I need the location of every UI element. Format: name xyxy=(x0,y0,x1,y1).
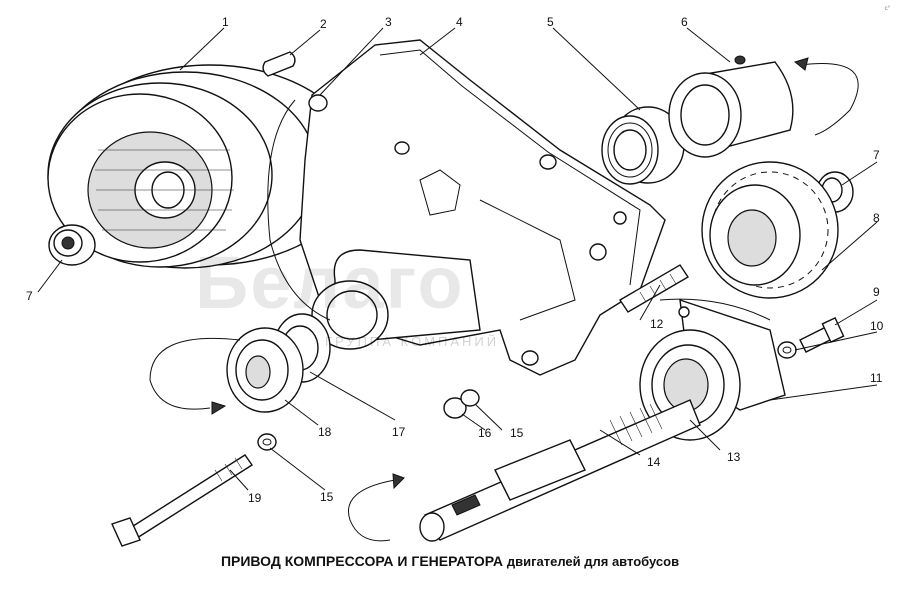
callout-15-left: 15 xyxy=(320,490,334,504)
gear-part xyxy=(701,161,839,299)
nut-left-part xyxy=(48,224,96,266)
callout-18: 18 xyxy=(318,425,332,439)
callout-6: 6 xyxy=(681,15,688,29)
callout-17: 17 xyxy=(392,425,406,439)
housing-part xyxy=(299,39,666,376)
figure-title: ПРИВОД КОМПРЕССОРА И ГЕНЕРАТОРА xyxy=(220,553,503,569)
callout-10: 10 xyxy=(870,319,884,333)
nut-16-part xyxy=(443,389,480,419)
callout-3: 3 xyxy=(385,15,392,29)
callout-14: 14 xyxy=(647,455,661,469)
callout-7-left: 7 xyxy=(26,289,33,303)
callout-15-right: 15 xyxy=(510,426,524,440)
seal-part xyxy=(226,313,331,413)
callout-12: 12 xyxy=(650,317,664,331)
watermark-brand: Белаго xyxy=(195,241,465,324)
leader-lines xyxy=(37,27,878,491)
bearing-5-part xyxy=(601,106,685,185)
callout-11: 11 xyxy=(870,371,883,385)
callout-19: 19 xyxy=(248,491,262,505)
stud-part xyxy=(619,264,689,313)
callout-9: 9 xyxy=(873,285,880,299)
pulley-part xyxy=(47,64,361,269)
callout-16: 16 xyxy=(478,426,492,440)
callout-4: 4 xyxy=(456,15,463,29)
bolt-19-part xyxy=(111,454,253,547)
bushing-part xyxy=(668,55,794,158)
figure-caption: ПРИВОД КОМПРЕССОРА И ГЕНЕРАТОРА двигател… xyxy=(0,553,900,569)
callout-7-right: 7 xyxy=(873,148,880,162)
callout-2: 2 xyxy=(320,17,327,31)
rotation-arrows xyxy=(149,57,859,542)
watermark-sub: ГРУППА КОМПАНИЙ xyxy=(325,334,500,349)
key-part xyxy=(262,51,296,77)
callout-1: 1 xyxy=(222,15,229,29)
callout-5: 5 xyxy=(547,15,554,29)
callout-8: 8 xyxy=(873,211,880,225)
corner-mark: c° xyxy=(884,6,890,12)
washer-10-part xyxy=(777,341,797,359)
figure-subtitle: двигателей для автобусов xyxy=(506,554,680,569)
callout-13: 13 xyxy=(727,450,741,464)
callout-labels: 1 2 3 4 5 6 7 7 8 9 10 11 12 13 14 15 15… xyxy=(26,15,884,505)
shaft-part xyxy=(419,399,701,542)
bolt-9-part xyxy=(799,317,845,353)
washer-15-part xyxy=(257,433,277,451)
